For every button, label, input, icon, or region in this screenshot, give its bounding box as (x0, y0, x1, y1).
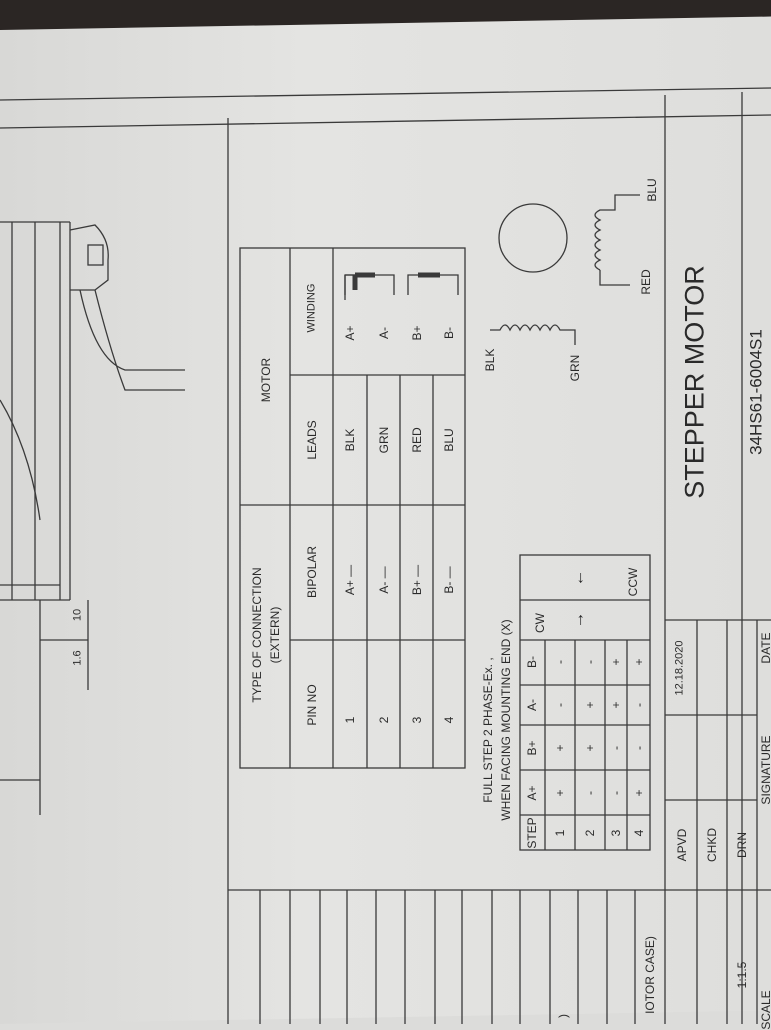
label-signature: SIGNATURE (759, 735, 771, 805)
cw-arrow-icon: → (568, 611, 588, 629)
step-header: A- (525, 699, 539, 711)
col-winding: WINDING (305, 283, 318, 333)
label-paren: ) (556, 1014, 570, 1018)
winding-cell: A+ (343, 325, 357, 341)
title-stepper-motor: STEPPER MOTOR (679, 265, 710, 499)
label-chkd: CHKD (705, 827, 719, 863)
dimension-10: 10 (71, 608, 84, 622)
label-red: RED (639, 269, 653, 295)
pin-cell: 4 (442, 716, 456, 724)
dimension-1-6: 1.6 (71, 650, 84, 666)
step-cell: - (553, 660, 567, 664)
header-extern: (EXTERN) (268, 606, 282, 664)
step-caption-2: WHEN FACING MOUNTING END (X) (499, 619, 513, 821)
step-cell: + (609, 658, 623, 666)
label-blk: BLK (483, 348, 497, 372)
step-cell: 1 (553, 829, 567, 837)
bipolar-cell: B+ — (410, 564, 424, 596)
step-cell: - (553, 703, 567, 707)
pin-cell: 2 (377, 716, 391, 724)
label-blu: BLU (645, 178, 659, 202)
step-header: A+ (525, 785, 539, 801)
header-motor: MOTOR (259, 357, 273, 403)
lead-cell: GRN (377, 426, 391, 454)
lead-cell: RED (410, 427, 424, 453)
step-cell: - (583, 660, 597, 664)
step-header: B+ (525, 740, 539, 756)
pin-cell: 1 (343, 716, 357, 724)
winding-cell: B+ (410, 325, 424, 341)
pin-cell: 3 (410, 716, 424, 724)
label-apvd: APVD (675, 828, 689, 862)
scale-value: 1:1.5 (735, 961, 749, 989)
step-header: STEP (525, 817, 539, 849)
bipolar-cell: A+ — (343, 564, 357, 596)
step-cell: + (609, 701, 623, 709)
step-cell: - (609, 746, 623, 750)
lead-cell: BLU (442, 428, 456, 452)
winding-cell: A- (377, 327, 391, 339)
header-type-of-connection: TYPE OF CONNECTION (250, 567, 264, 703)
ccw-label: CCW (626, 567, 640, 597)
bipolar-cell: B- — (442, 566, 456, 594)
col-leads: LEADS (305, 420, 319, 460)
step-cell: - (632, 746, 646, 750)
step-caption-1: FULL STEP 2 PHASE-Ex. , (481, 657, 495, 803)
label-date: DATE (759, 632, 771, 664)
part-number: 34HS61-6004S1 (746, 329, 766, 455)
bipolar-cell: A- — (377, 566, 391, 594)
ccw-arrow-icon: ← (568, 569, 588, 587)
step-cell: + (632, 658, 646, 666)
step-cell: + (553, 789, 567, 797)
step-cell: 3 (609, 829, 623, 837)
cw-label: CW (533, 613, 547, 633)
winding-cell: B- (442, 327, 456, 339)
step-cell: + (583, 701, 597, 709)
step-cell: + (583, 744, 597, 752)
step-cell: + (632, 789, 646, 797)
step-cell: + (553, 744, 567, 752)
date-value: 12.18.2020 (673, 640, 686, 696)
label-motor-case: IOTOR CASE) (643, 936, 657, 1014)
step-cell: 4 (632, 829, 646, 837)
step-header: B- (525, 656, 539, 668)
lead-cell: BLK (343, 428, 357, 452)
col-bipolar: BIPOLAR (305, 545, 319, 599)
col-pin-no: PIN NO (305, 684, 319, 726)
label-drn: DRN (735, 832, 749, 858)
step-cell: 2 (583, 829, 597, 837)
label-grn: GRN (568, 354, 582, 382)
step-cell: - (632, 703, 646, 707)
step-cell: - (583, 791, 597, 795)
step-cell: - (609, 791, 623, 795)
